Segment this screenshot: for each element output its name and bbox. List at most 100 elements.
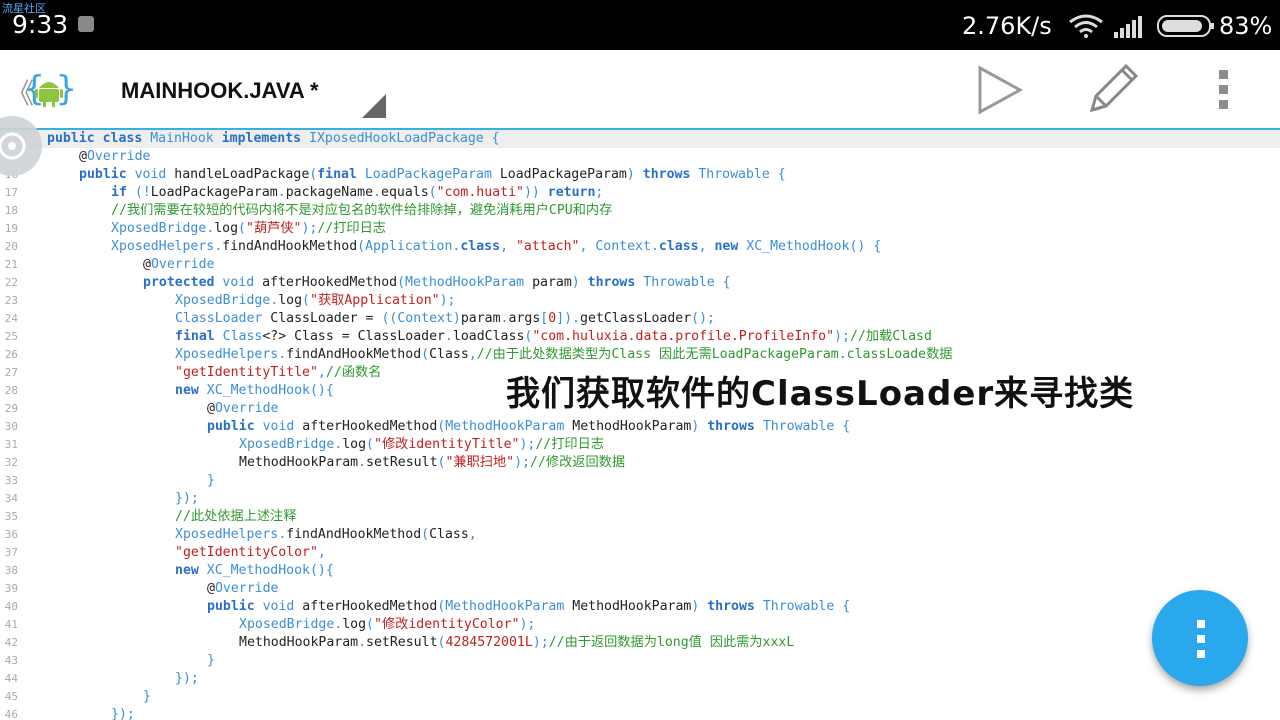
code-line[interactable]: 23 XposedBridge.log("获取Application");: [0, 292, 1280, 310]
code-token: ,: [468, 347, 477, 362]
code-line[interactable]: 35//此处依据上述注释: [0, 508, 1280, 526]
code-token: (MethodHookParam: [397, 275, 533, 290]
code-token: (: [428, 185, 437, 200]
code-token: .: [358, 455, 367, 470]
line-number: 32: [4, 456, 18, 469]
code-line[interactable]: 43}: [0, 652, 1280, 670]
line-number: 19: [4, 222, 18, 235]
code-text: protected void afterHookedMethod(MethodH…: [143, 274, 731, 292]
edit-pencil-icon[interactable]: [1082, 60, 1142, 120]
floating-action-button[interactable]: [1152, 590, 1248, 686]
code-line[interactable]: 33}: [0, 472, 1280, 490]
code-token: Override: [86, 149, 151, 164]
code-token: afterHookedMethod: [302, 419, 438, 434]
code-token: );: [301, 221, 318, 236]
code-text: @Override: [79, 148, 150, 166]
code-line[interactable]: 27"getIdentityTitle",//函数名: [0, 364, 1280, 382]
code-token: }: [207, 473, 215, 488]
code-token: //由于返回数据为long值 因此需为xxxL: [548, 635, 795, 650]
clock: 9:33: [12, 10, 69, 39]
code-token: "getIdentityColor": [175, 545, 318, 560]
line-number: 43: [4, 654, 18, 667]
code-token: class: [658, 239, 699, 254]
line-number: 18: [4, 204, 18, 217]
code-token: (: [524, 329, 533, 344]
code-token: //打印日志: [317, 221, 386, 236]
settings-gear-icon[interactable]: [0, 116, 42, 176]
code-token: 0: [548, 311, 557, 326]
code-line[interactable]: 16public void handleLoadPackage(final Lo…: [0, 166, 1280, 184]
code-token: throws: [587, 275, 644, 290]
code-text: MethodHookParam.setResult(4284572001L);/…: [239, 634, 794, 652]
code-text: public void afterHookedMethod(MethodHook…: [207, 418, 850, 436]
status-bar: 流星社区 9:33 2.76K/s 83%: [0, 0, 1280, 50]
android-logo-icon[interactable]: { }: [24, 68, 74, 110]
code-text: final Class<?> Class = ClassLoader.loadC…: [175, 328, 932, 346]
code-line[interactable]: 37"getIdentityColor",: [0, 544, 1280, 562]
code-token: (: [309, 167, 318, 182]
code-line[interactable]: 21@Override: [0, 256, 1280, 274]
run-icon[interactable]: [976, 64, 1024, 116]
code-token: Override: [150, 257, 215, 272]
code-text: @Override: [143, 256, 214, 274]
signal-icon: [1114, 16, 1142, 38]
code-line[interactable]: public class MainHook implements IXposed…: [0, 130, 1280, 148]
code-token: (: [437, 455, 446, 470]
code-line[interactable]: 34});: [0, 490, 1280, 508]
code-token: MethodHookParam: [239, 635, 359, 650]
line-number: 23: [4, 294, 18, 307]
code-token: XposedBridge.: [111, 221, 215, 236]
code-text: //我们需要在较短的代码内将不是对应包名的软件给排除掉，避免消耗用户CPU和内存: [111, 202, 612, 220]
back-chevron-icon[interactable]: 《: [6, 77, 35, 110]
code-text: new XC_MethodHook(){: [175, 382, 334, 400]
code-token: (MethodHookParam: [437, 419, 573, 434]
battery-percent: 83%: [1219, 12, 1273, 40]
code-line[interactable]: 44});: [0, 670, 1280, 688]
code-token: ): [691, 419, 708, 434]
code-line[interactable]: 39@Override: [0, 580, 1280, 598]
more-vert-icon[interactable]: [1214, 68, 1234, 112]
code-editor[interactable]: public class MainHook implements IXposed…: [0, 130, 1280, 720]
code-token: MethodHookParam: [239, 455, 359, 470]
code-token: Class: [222, 329, 263, 344]
code-token: Throwable {: [762, 599, 851, 614]
code-token: XposedBridge.: [239, 617, 343, 632]
code-token: void: [262, 419, 303, 434]
code-line[interactable]: 46});: [0, 706, 1280, 720]
code-token: //此处依据上述注释: [175, 509, 297, 524]
code-token: ClassLoader: [175, 311, 271, 326]
code-text: if (!LoadPackageParam.packageName.equals…: [111, 184, 603, 202]
code-token: .: [277, 185, 286, 200]
code-line[interactable]: 18 //我们需要在较短的代码内将不是对应包名的软件给排除掉，避免消耗用户CPU和…: [0, 202, 1280, 220]
code-token: @: [143, 257, 151, 272]
code-token: packageName: [285, 185, 374, 200]
code-line[interactable]: 29@Override: [0, 400, 1280, 418]
code-line[interactable]: 45}: [0, 688, 1280, 706]
code-line[interactable]: 30 public void afterHookedMethod(MethodHo…: [0, 418, 1280, 436]
line-number: 30: [4, 420, 18, 433]
code-token: Throwable {: [643, 275, 731, 290]
code-token: (Application.: [357, 239, 461, 254]
code-line[interactable]: @Override: [0, 148, 1280, 166]
code-text: XposedBridge.log("获取Application");: [175, 292, 455, 310]
code-token: LoadPackageParam: [150, 185, 278, 200]
code-token: (: [238, 221, 246, 236]
line-number: 40: [4, 600, 18, 613]
app-toolbar: 《 { } MAINHOOK.JAVA *: [0, 50, 1280, 131]
code-token: ]).: [556, 311, 580, 326]
